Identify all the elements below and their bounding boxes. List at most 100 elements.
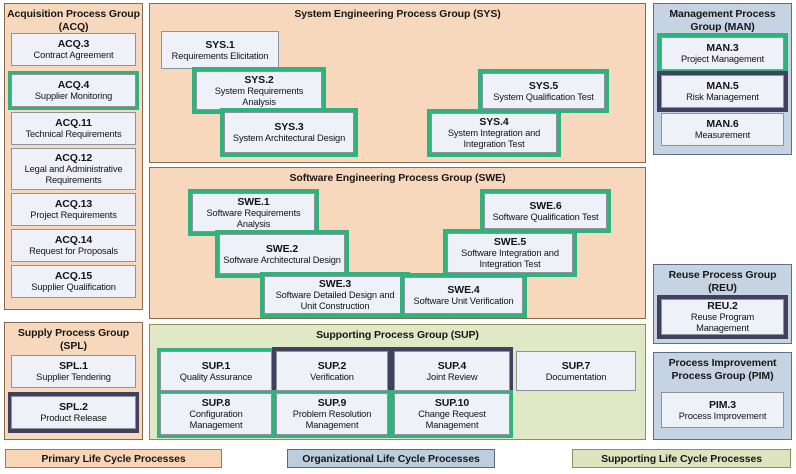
process-name: Supplier Monitoring — [34, 91, 113, 102]
process-code: SWE.2 — [265, 242, 299, 255]
group-title-acq: Acquisition Process Group (ACQ) — [7, 8, 140, 33]
legend-label: Organizational Life Cycle Processes — [302, 452, 480, 465]
process-code: SUP.1 — [201, 359, 231, 372]
process-box-spl-2[interactable]: SPL.2 Product Release — [11, 396, 136, 429]
process-name: Contract Agreement — [33, 50, 114, 61]
process-code: SYS.3 — [274, 121, 304, 134]
process-name: Project Requirements — [30, 210, 117, 221]
process-box-swe-2[interactable]: SWE.2 Software Architectural Design — [219, 234, 345, 274]
group-title-sup: Supporting Process Group (SUP) — [316, 329, 479, 341]
process-code: SWE.3 — [318, 278, 352, 291]
process-box-acq-11[interactable]: ACQ.11 Technical Requirements — [11, 112, 136, 145]
process-box-pim-3[interactable]: PIM.3 Process Improvement — [661, 392, 784, 428]
process-name: Request for Proposals — [29, 246, 118, 257]
process-box-swe-3[interactable]: SWE.3 Software Detailed Design and Unit … — [264, 276, 406, 314]
process-box-swe-1[interactable]: SWE.1 Software Requirements Analysis — [192, 193, 315, 232]
process-code: SYS.1 — [205, 38, 235, 51]
process-name: Software Qualification Test — [492, 211, 599, 222]
group-title-pim: Process Improvement Process Group (PIM) — [668, 357, 777, 382]
process-name: Configuration Management — [189, 409, 243, 430]
process-code: SUP.7 — [561, 359, 591, 372]
process-code: SWE.4 — [447, 284, 480, 297]
process-name: System Requirements Analysis — [214, 85, 304, 107]
process-box-sys-3[interactable]: SYS.3 System Architectural Design — [224, 112, 354, 153]
process-name: Measurement — [694, 130, 751, 141]
process-name: System Integration and Integration Test — [447, 128, 541, 149]
process-code: SPL.2 — [59, 401, 88, 414]
legend-label: Primary Life Cycle Processes — [41, 452, 186, 465]
group-title-man: Management Process Group (MAN) — [669, 8, 776, 33]
process-code: SUP.10 — [434, 397, 470, 410]
process-name: Change Request Management — [418, 409, 486, 430]
process-name: Joint Review — [426, 371, 478, 382]
group-title-swe: Software Engineering Process Group (SWE) — [289, 172, 506, 184]
process-box-man-3[interactable]: MAN.3 Project Management — [661, 37, 784, 70]
process-box-sup-2[interactable]: SUP.2 Verification — [276, 351, 388, 391]
process-code: ACQ.3 — [57, 38, 90, 51]
process-box-sup-8[interactable]: SUP.8 Configuration Management — [160, 393, 272, 435]
process-box-swe-6[interactable]: SWE.6 Software Qualification Test — [484, 193, 607, 229]
process-name: Software Architectural Design — [223, 254, 341, 265]
process-box-acq-14[interactable]: ACQ.14 Request for Proposals — [11, 229, 136, 262]
process-name: Product Release — [40, 413, 107, 424]
process-code: ACQ.11 — [55, 117, 92, 130]
process-name: Process Improvement — [678, 410, 767, 421]
process-box-man-6[interactable]: MAN.6 Measurement — [661, 113, 784, 146]
process-code: SYS.4 — [479, 116, 509, 129]
process-box-acq-15[interactable]: ACQ.15 Supplier Qualification — [11, 265, 136, 298]
process-box-sys-4[interactable]: SYS.4 System Integration and Integration… — [431, 113, 557, 153]
process-code: SPL.1 — [59, 360, 88, 373]
group-title-spl: Supply Process Group (SPL) — [17, 327, 130, 352]
process-name: Software Integration and Integration Tes… — [461, 248, 559, 269]
process-code: PIM.3 — [709, 398, 736, 411]
process-name: Risk Management — [686, 92, 759, 103]
process-box-sup-7[interactable]: SUP.7 Documentation — [516, 351, 636, 391]
process-box-swe-5[interactable]: SWE.5 Software Integration and Integrati… — [447, 233, 573, 273]
process-box-swe-4[interactable]: SWE.4 Software Unit Verification — [404, 277, 523, 314]
process-code: SYS.2 — [244, 73, 274, 86]
process-name: Software Detailed Design and Unit Constr… — [275, 290, 395, 311]
process-box-acq-4[interactable]: ACQ.4 Supplier Monitoring — [11, 74, 136, 107]
process-code: ACQ.13 — [54, 198, 93, 211]
process-code: SWE.1 — [237, 195, 270, 208]
legend-organizational: Organizational Life Cycle Processes — [287, 449, 495, 468]
process-code: ACQ.14 — [54, 234, 93, 247]
process-code: MAN.3 — [706, 42, 739, 55]
process-code: SWE.5 — [493, 236, 527, 249]
process-code: REU.2 — [707, 300, 738, 313]
process-code: SWE.6 — [529, 199, 562, 212]
process-box-sys-2[interactable]: SYS.2 System Requirements Analysis — [196, 71, 322, 110]
process-name: System Qualification Test — [493, 91, 594, 102]
process-name: Supplier Tendering — [36, 372, 111, 383]
process-box-spl-1[interactable]: SPL.1 Supplier Tendering — [11, 355, 136, 388]
process-box-sys-5[interactable]: SYS.5 System Qualification Test — [482, 73, 605, 109]
group-title-reu: Reuse Process Group (REU) — [668, 269, 777, 294]
legend-supporting: Supporting Life Cycle Processes — [572, 449, 791, 468]
process-name: Reuse Program Management — [690, 312, 755, 333]
process-box-man-5[interactable]: MAN.5 Risk Management — [661, 75, 784, 108]
legend-primary: Primary Life Cycle Processes — [5, 449, 222, 468]
process-name: Verification — [310, 371, 354, 382]
process-code: SUP.8 — [201, 397, 231, 410]
process-box-sup-1[interactable]: SUP.1 Quality Assurance — [160, 351, 272, 391]
process-box-acq-3[interactable]: ACQ.3 Contract Agreement — [11, 33, 136, 66]
process-code: SUP.2 — [317, 359, 347, 372]
process-name: Technical Requirements — [25, 129, 122, 140]
process-box-sup-4[interactable]: SUP.4 Joint Review — [394, 351, 510, 391]
process-name: Requirements Elicitation — [171, 50, 269, 61]
process-name: Legal and Administrative Requirements — [24, 164, 123, 185]
process-code: SUP.4 — [437, 359, 467, 372]
process-code: MAN.5 — [706, 80, 739, 93]
process-box-sup-10[interactable]: SUP.10 Change Request Management — [394, 393, 510, 435]
process-code: SUP.9 — [317, 397, 347, 410]
process-code: ACQ.4 — [57, 79, 90, 92]
process-box-reu-2[interactable]: REU.2 Reuse Program Management — [661, 299, 784, 335]
process-name: Problem Resolution Management — [292, 409, 372, 430]
process-box-sup-9[interactable]: SUP.9 Problem Resolution Management — [276, 393, 388, 435]
process-box-sys-1[interactable]: SYS.1 Requirements Elicitation — [161, 31, 279, 69]
process-code: ACQ.15 — [54, 270, 93, 283]
process-box-acq-12[interactable]: ACQ.12 Legal and Administrative Requirem… — [11, 148, 136, 190]
process-name: Project Management — [680, 54, 765, 65]
process-box-acq-13[interactable]: ACQ.13 Project Requirements — [11, 193, 136, 226]
